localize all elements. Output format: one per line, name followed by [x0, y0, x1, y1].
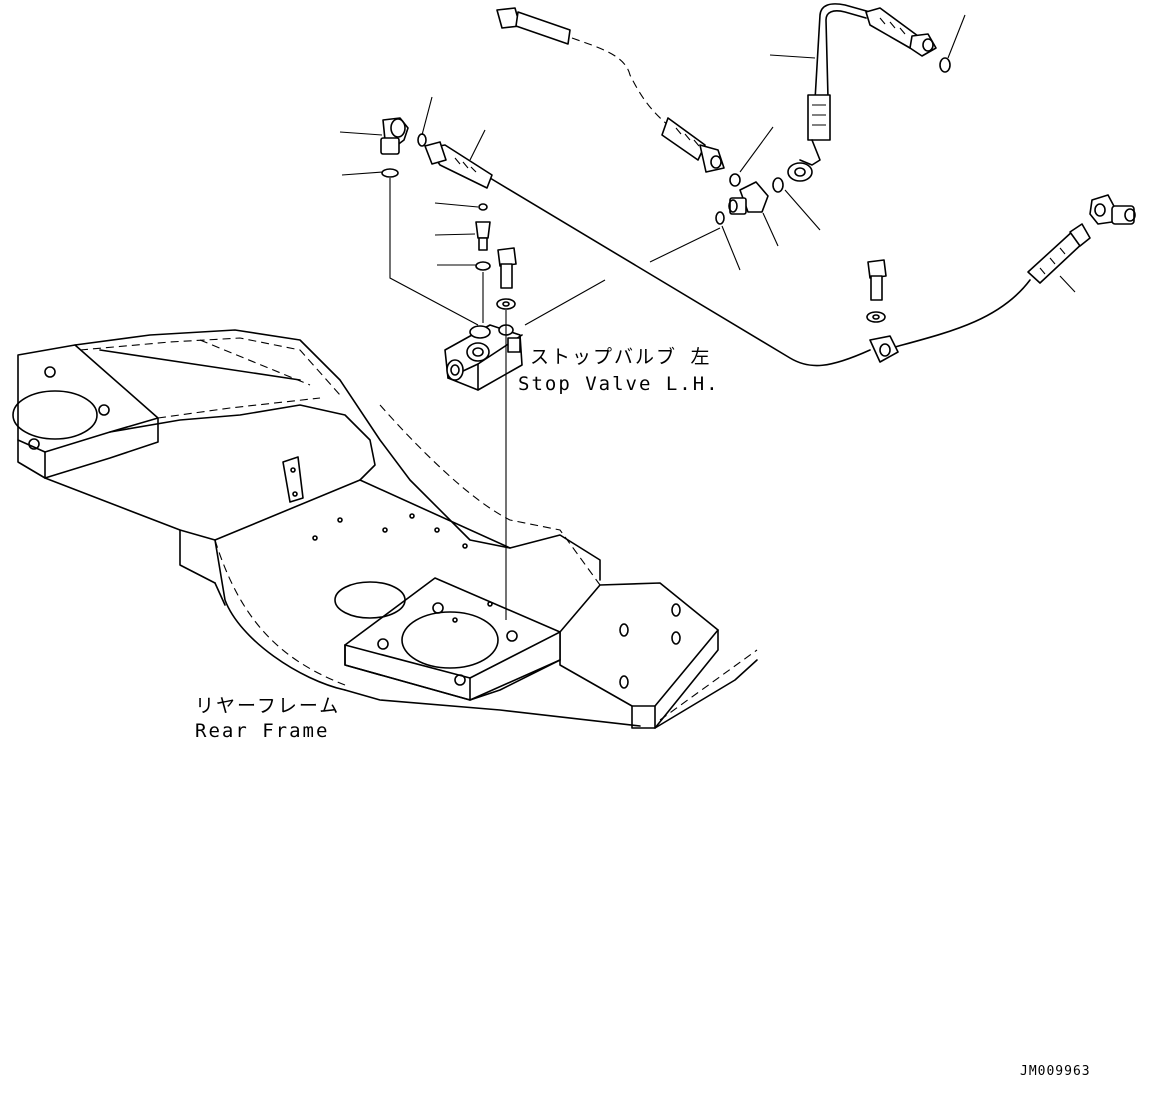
rear-frame — [12, 329, 758, 729]
stop-valve — [444, 324, 523, 391]
leader-lines — [339, 14, 1076, 620]
rear-frame-label-jp: リヤーフレーム — [195, 695, 341, 717]
hydraulic-lines — [424, 3, 1136, 367]
stop-valve-label-en: Stop Valve L.H. — [518, 373, 720, 395]
valve-fittings — [380, 117, 517, 310]
stop-valve-label-jp: ストップバルブ 左 — [530, 346, 712, 368]
rear-frame-label-en: Rear Frame — [195, 720, 330, 742]
drawing-code: JM009963 — [1020, 1064, 1091, 1079]
